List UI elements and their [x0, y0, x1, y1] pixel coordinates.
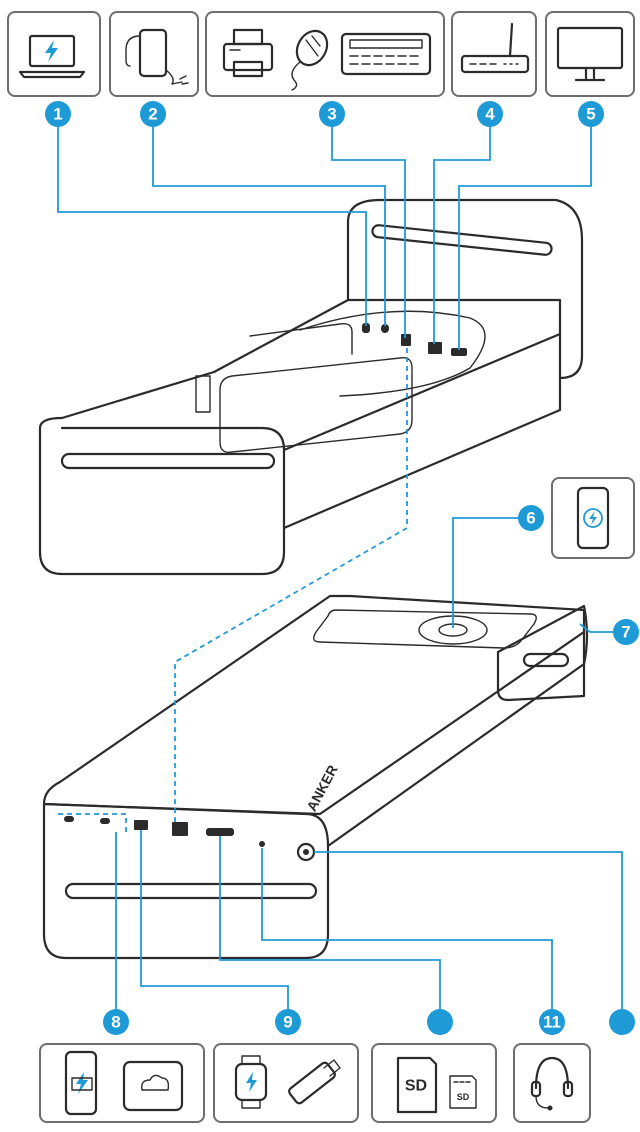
callout-7: 7: [613, 619, 639, 645]
stand-front-view: ANKER: [42, 594, 589, 960]
device-box-router: [451, 11, 537, 97]
device-box-adapter: [109, 11, 199, 97]
router-icon: [460, 22, 530, 74]
callout-5: 5: [578, 101, 604, 127]
svg-text:11: 11: [543, 1013, 561, 1032]
monitor-icon: [556, 26, 624, 82]
rear-port-usba-3: [401, 334, 411, 346]
headset-icon: [530, 1056, 574, 1111]
callout-2: 2: [140, 101, 166, 127]
svg-text:SD: SD: [457, 1092, 470, 1102]
smartwatch-icon: [234, 1055, 268, 1109]
phone-charging-icon: [64, 1050, 98, 1116]
svg-text:7: 7: [621, 623, 630, 642]
callout-10: [427, 1009, 453, 1035]
svg-text:6: 6: [526, 509, 535, 528]
wireless-charging-pad: [313, 609, 537, 649]
svg-text:3: 3: [327, 105, 336, 124]
usb-stick-icon: [288, 1059, 341, 1105]
front-ports: [64, 816, 316, 862]
svg-text:SD: SD: [405, 1078, 427, 1095]
device-box-headset: [513, 1043, 591, 1123]
phone-wireless-charging-icon: [576, 486, 610, 550]
front-port-sd-slot: [206, 828, 234, 836]
wireless-pad-underside: [219, 357, 413, 453]
callout-badges: 1 2 3 4 5 6 7 8 9 11: [45, 101, 639, 1035]
front-port-led: [259, 841, 265, 847]
laptop-charging-icon: [18, 34, 86, 79]
power-adapter-icon: [125, 28, 189, 85]
svg-text:8: 8: [111, 1013, 120, 1032]
sd-card-icon: SD: [396, 1056, 438, 1114]
device-box-wireless-phone: [551, 477, 635, 559]
svg-text:5: 5: [586, 105, 595, 124]
stand-front-body: [42, 594, 586, 816]
svg-text:2: 2: [148, 105, 157, 124]
callout-8: 8: [103, 1009, 129, 1035]
callout-3: 3: [319, 101, 345, 127]
front-port-ethernet: [172, 822, 188, 836]
device-box-watch-usb: [213, 1043, 359, 1123]
stand-rear-body: [38, 198, 584, 576]
rear-port-hdmi-5: [451, 348, 467, 356]
keyboard-icon: [340, 32, 432, 76]
external-drive-icon: [122, 1060, 184, 1112]
device-box-laptop: [7, 11, 101, 97]
front-port-usbc-1: [64, 816, 74, 822]
mouse-icon: [291, 29, 329, 91]
device-box-sd-card: SD SD: [371, 1043, 497, 1123]
rear-port-ethernet-4: [428, 342, 442, 354]
callout-12: [609, 1009, 635, 1035]
device-box-peripherals: [205, 11, 445, 97]
device-box-monitor: [545, 11, 635, 97]
callout-9: 9: [275, 1009, 301, 1035]
svg-text:1: 1: [53, 105, 62, 124]
rear-port-dc-2: [381, 324, 389, 333]
microsd-card-icon: SD: [449, 1075, 477, 1109]
front-port-usba-1: [134, 820, 148, 830]
callout-11: 11: [539, 1009, 565, 1035]
callout-1: 1: [45, 101, 71, 127]
rear-ports: [362, 323, 467, 356]
svg-text:4: 4: [485, 105, 495, 124]
leader-lines: [57, 126, 626, 1022]
brand-logo: ANKER: [303, 762, 340, 813]
printer-icon: [222, 28, 274, 78]
callout-4: 4: [477, 101, 503, 127]
rear-port-usbc-1: [362, 323, 370, 333]
front-port-usbc-2: [100, 818, 110, 824]
device-box-phone-drive: [39, 1043, 205, 1123]
callout-6: 6: [518, 505, 544, 531]
stand-rear-view: [38, 198, 584, 576]
svg-text:9: 9: [283, 1013, 292, 1032]
